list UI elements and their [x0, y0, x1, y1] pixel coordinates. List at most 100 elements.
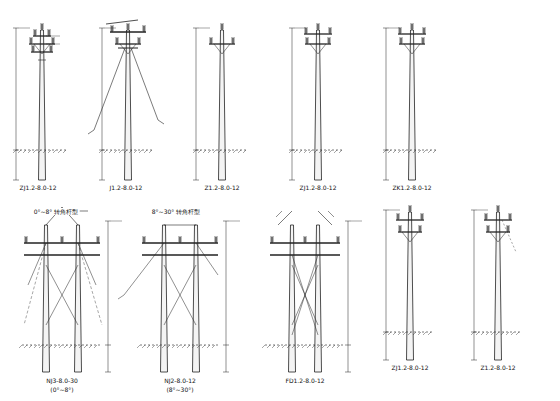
drawing-line — [506, 228, 510, 229]
drawing-line — [48, 150, 51, 153]
drawing-line — [214, 239, 218, 240]
drawing-line — [54, 345, 57, 348]
drawing-line — [47, 32, 51, 33]
drawing-line — [137, 38, 141, 39]
drawing-line — [16, 150, 68, 151]
drawing-line — [62, 237, 63, 243]
drawing-line — [84, 345, 87, 348]
drawing-line — [38, 60, 46, 61]
drawing-line — [142, 237, 146, 238]
pole-type-label: ZJ1.2-8.0-12 — [19, 184, 58, 191]
drawing-line — [88, 130, 94, 134]
drawing-line — [481, 332, 484, 335]
pole-type-label: (0°~8°) — [49, 386, 74, 393]
drawing-line — [396, 219, 424, 220]
drawing-line — [19, 345, 22, 348]
drawing-line — [111, 221, 122, 222]
drawing-line — [49, 30, 50, 36]
pole-type-label: NJ2-8.0-12 — [163, 377, 197, 384]
drawing-line — [58, 150, 61, 153]
drawing-line — [327, 345, 330, 348]
drawing-line — [24, 243, 46, 325]
drawing-line — [128, 44, 136, 54]
drawing-line — [233, 150, 236, 153]
drawing-line — [222, 24, 223, 30]
drawing-line — [267, 345, 270, 348]
drawing-line — [486, 214, 487, 220]
drawing-line — [214, 241, 218, 242]
drawing-line — [162, 345, 165, 348]
drawing-line — [292, 255, 318, 335]
drawing-line — [74, 345, 77, 348]
drawing-line — [69, 345, 72, 348]
pole-shaft — [289, 225, 296, 372]
drawing-line — [94, 345, 97, 348]
drawing-line — [13, 150, 19, 151]
pole-shaft — [125, 30, 132, 180]
drawing-line — [29, 42, 33, 43]
drawing-line — [386, 210, 387, 360]
drawing-line — [508, 214, 512, 215]
drawing-line — [178, 241, 182, 242]
drawing-line — [33, 34, 37, 35]
drawing-line — [404, 44, 412, 54]
drawing-line — [31, 38, 32, 44]
drawing-line — [142, 26, 146, 27]
drawing-line — [105, 28, 116, 29]
drawing-line — [196, 28, 197, 180]
drawing-line — [38, 150, 41, 153]
angle-note: 0°~8° 转角杆型 — [33, 208, 80, 215]
drawing-line — [305, 42, 309, 43]
drawing-line — [423, 150, 426, 153]
drawing-line — [31, 48, 35, 49]
drawing-line — [214, 237, 218, 238]
drawing-line — [398, 226, 402, 227]
drawing-line — [211, 38, 212, 44]
drawing-line — [223, 345, 229, 346]
drawing-line — [502, 220, 516, 252]
pole-type-label: Z1.2-8.0-12 — [479, 364, 516, 371]
drawing-line — [220, 26, 224, 27]
drawing-line — [486, 230, 490, 231]
drawing-line — [310, 44, 318, 54]
drawing-line — [510, 214, 511, 220]
drawing-line — [383, 332, 389, 333]
drawing-line — [413, 150, 416, 153]
drawing-line — [484, 214, 488, 215]
drawing-line — [187, 345, 190, 348]
drawing-line — [329, 150, 332, 153]
drawing-line — [328, 32, 332, 33]
drawing-line — [193, 180, 199, 181]
drawing-line — [177, 345, 180, 348]
drawing-line — [386, 332, 434, 333]
drawing-line — [115, 42, 119, 43]
drawing-line — [193, 150, 199, 151]
drawing-line — [393, 332, 396, 335]
drawing-line — [304, 28, 308, 29]
drawing-line — [413, 332, 416, 335]
drawing-line — [193, 28, 199, 29]
drawing-line — [79, 345, 82, 348]
drawing-line — [109, 150, 112, 153]
drawing-line — [484, 219, 512, 220]
drawing-line — [336, 241, 340, 242]
drawing-line — [272, 345, 275, 348]
drawing-line — [105, 372, 111, 373]
drawing-line — [142, 28, 146, 29]
drawing-line — [149, 150, 152, 153]
drawing-line — [126, 26, 130, 27]
drawing-line — [490, 232, 498, 242]
drawing-line — [158, 120, 164, 124]
drawing-line — [13, 28, 19, 29]
drawing-line — [324, 150, 327, 153]
drawing-line — [289, 180, 295, 181]
drawing-line — [114, 150, 117, 153]
drawing-line — [126, 24, 130, 25]
drawing-line — [477, 210, 488, 211]
drawing-line — [277, 345, 280, 348]
drawing-line — [209, 40, 213, 41]
drawing-line — [299, 150, 302, 153]
angle-note: 8°~30° 转角杆型 — [151, 208, 201, 215]
drawing-line — [398, 28, 402, 29]
drawing-line — [327, 38, 331, 39]
